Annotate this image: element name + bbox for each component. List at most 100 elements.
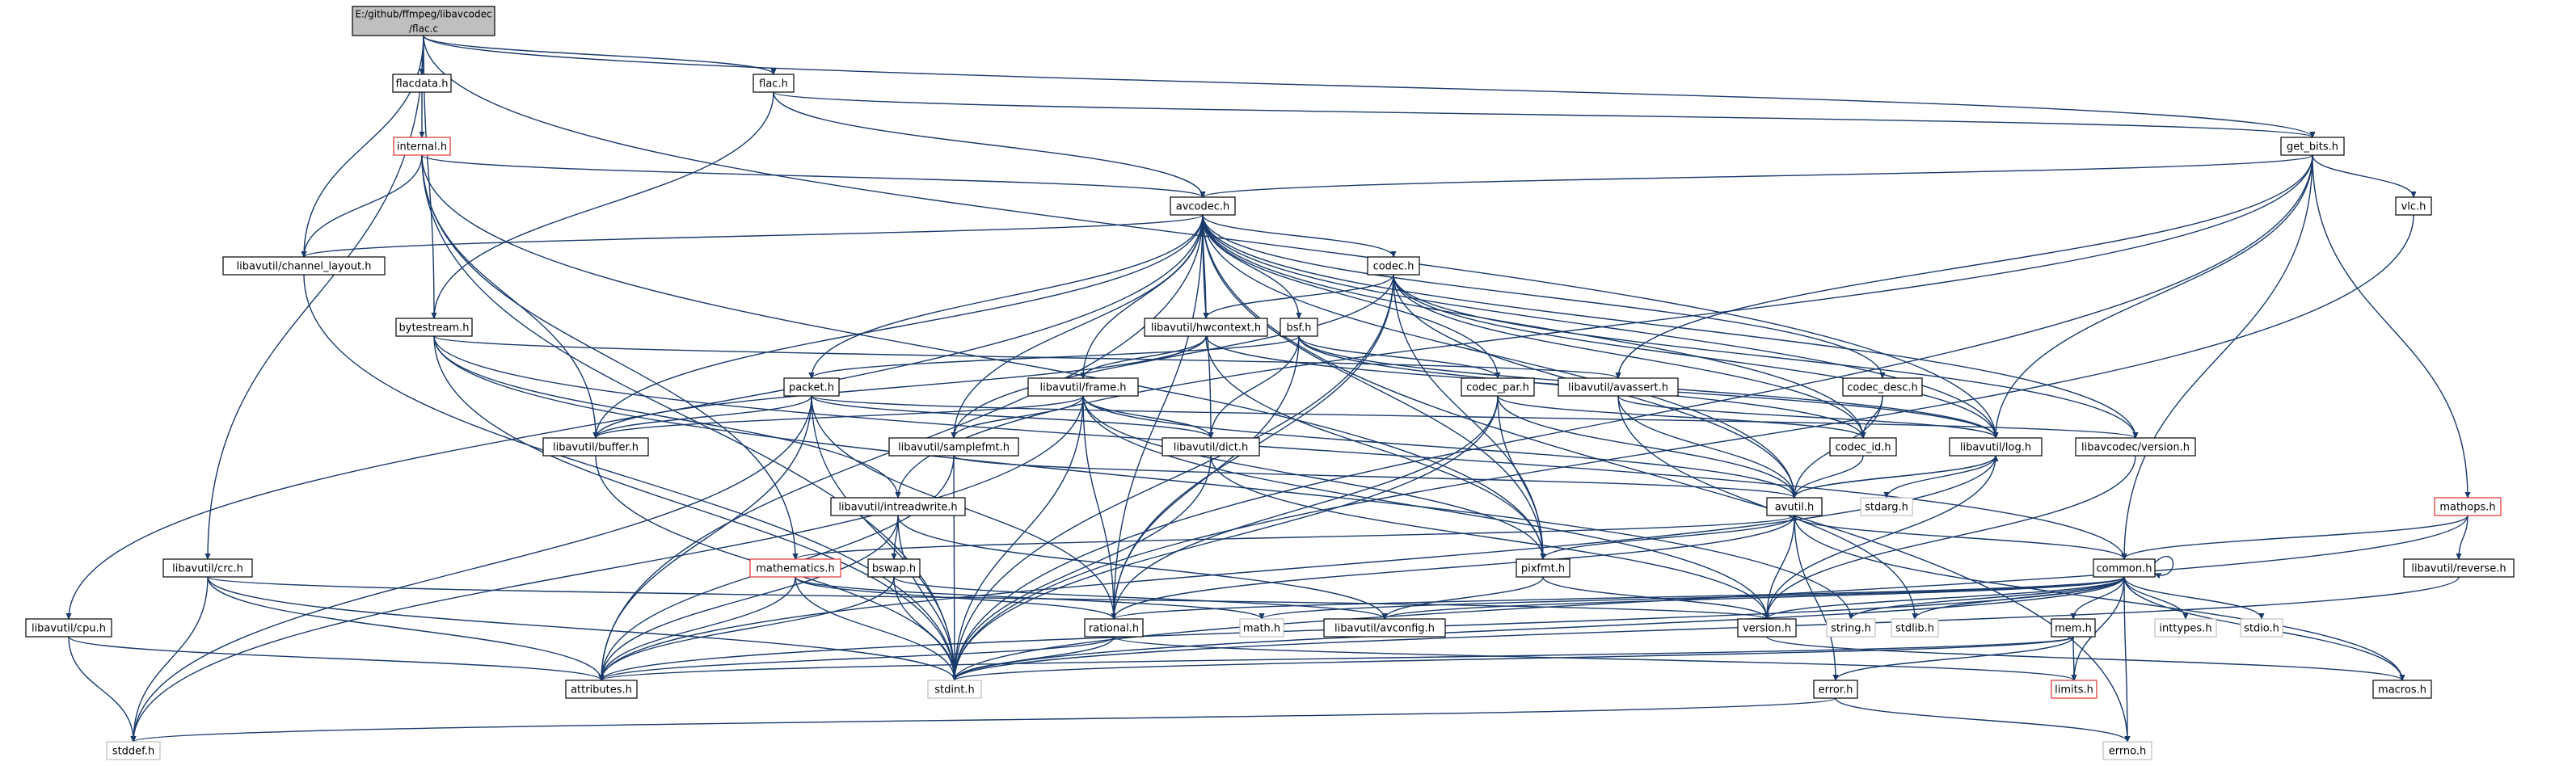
node-box — [565, 680, 638, 699]
edge-pixfmt_h-to-version_h — [1542, 576, 1767, 619]
edge-get_bits_h-to-stdint_h — [955, 154, 2313, 680]
node-codec_h[interactable]: codec.h — [1367, 256, 1420, 276]
edge-flac_h-to-bytestream_h — [434, 91, 774, 318]
node-samplefmt_h[interactable]: libavutil/samplefmt.h — [888, 437, 1019, 457]
edge-bswap_h-to-attributes_h — [601, 576, 895, 680]
node-internal_h[interactable]: internal.h — [393, 137, 451, 156]
node-version_h[interactable]: version.h — [1737, 618, 1797, 638]
node-mathematics_h[interactable]: mathematics.h — [749, 558, 841, 578]
node-macros_h[interactable]: macros.h — [2372, 680, 2432, 699]
node-inttypes_h[interactable]: inttypes.h — [2154, 618, 2217, 638]
node-label: libavutil/hwcontext.h — [1151, 322, 1261, 335]
edge-common_h-to-version_h — [1767, 576, 2125, 619]
edge-frame_h-to-pixfmt_h — [1082, 395, 1543, 559]
edge-frame_h-to-samplefmt_h — [954, 395, 1084, 438]
node-lavc_version_h[interactable]: libavcodec/version.h — [2075, 437, 2196, 457]
node-label: rational.h — [1089, 623, 1139, 635]
edge-get_bits_h-to-avcodec_h — [1203, 154, 2313, 197]
node-label: codec_par.h — [1466, 382, 1529, 394]
node-flac_c[interactable]: E:/github/ffmpeg/libavcodec/flac.c — [352, 6, 495, 36]
node-crc_h[interactable]: libavutil/crc.h — [162, 558, 253, 578]
edge-packet_h-to-stddef_h — [133, 395, 812, 742]
edge-avcodec_h-to-codec_par_h — [1202, 214, 1498, 378]
node-label: libavutil/crc.h — [172, 563, 243, 575]
node-rational_h[interactable]: rational.h — [1084, 618, 1144, 638]
node-box — [2240, 618, 2283, 638]
node-avcodec_h[interactable]: avcodec.h — [1170, 196, 1236, 216]
node-label: codec_id.h — [1835, 442, 1891, 454]
node-hwcontext_h[interactable]: libavutil/hwcontext.h — [1144, 318, 1268, 337]
node-intreadwrite_h[interactable]: libavutil/intreadwrite.h — [830, 497, 966, 516]
node-label: attributes.h — [571, 684, 632, 697]
edge-frame_h-to-stddef_h — [133, 395, 1084, 742]
node-pixfmt_h[interactable]: pixfmt.h — [1516, 558, 1570, 578]
edge-intreadwrite_h-to-avconfig_h — [897, 515, 1385, 619]
edge-rational_h-to-stdint_h — [955, 636, 1115, 680]
edge-codec_h-to-samplefmt_h — [954, 274, 1394, 438]
edge-avcodec_h-to-bsf_h — [1202, 214, 1299, 318]
node-channel_layout_h[interactable]: libavutil/channel_layout.h — [222, 256, 386, 276]
node-mathops_h[interactable]: mathops.h — [2434, 497, 2502, 516]
node-label: libavutil/intreadwrite.h — [838, 502, 957, 514]
edge-avcodec_h-to-codec_id_h — [1202, 214, 1863, 438]
edge-codec_h-to-log_h — [1393, 274, 1996, 438]
node-attributes_h[interactable]: attributes.h — [565, 680, 638, 699]
node-avutil_h[interactable]: avutil.h — [1766, 497, 1823, 516]
node-box — [867, 558, 921, 578]
node-box — [1766, 497, 1823, 516]
node-buffer_h[interactable]: libavutil/buffer.h — [542, 437, 649, 457]
edge-log_h-to-stdarg_h — [1887, 455, 1996, 498]
node-packet_h[interactable]: packet.h — [783, 377, 840, 397]
node-bswap_h[interactable]: bswap.h — [867, 558, 921, 578]
node-codec_par_h[interactable]: codec_par.h — [1461, 377, 1535, 397]
node-vlc_h[interactable]: vlc.h — [2395, 196, 2432, 216]
node-common_h[interactable]: common.h — [2093, 558, 2156, 578]
node-stdlib_h[interactable]: stdlib.h — [1891, 618, 1939, 638]
node-bsf_h[interactable]: bsf.h — [1280, 318, 1318, 337]
node-reverse_h[interactable]: libavutil/reverse.h — [2403, 558, 2515, 578]
node-box — [927, 680, 982, 699]
edge-crc_h-to-stdint_h — [207, 576, 955, 680]
node-stdint_h[interactable]: stdint.h — [927, 680, 982, 699]
node-label: stddef.h — [112, 746, 154, 758]
edge-get_bits_h-to-log_h — [1996, 154, 2313, 438]
edge-avcodec_h-to-lavc_version_h — [1202, 214, 2135, 438]
node-errno_h[interactable]: errno.h — [2102, 741, 2152, 760]
node-box — [2434, 497, 2502, 516]
edge-internal_h-to-pixfmt_h — [421, 154, 1543, 559]
node-math_h[interactable]: math.h — [1239, 618, 1284, 638]
node-box — [2075, 437, 2196, 457]
node-frame_h[interactable]: libavutil/frame.h — [1027, 377, 1139, 397]
node-label: common.h — [2097, 563, 2152, 575]
node-mem_h[interactable]: mem.h — [2051, 618, 2096, 638]
node-bytestream_h[interactable]: bytestream.h — [395, 318, 473, 337]
node-stdarg_h[interactable]: stdarg.h — [1860, 497, 1913, 516]
node-label: libavutil/avassert.h — [1568, 382, 1668, 394]
node-codec_desc_h[interactable]: codec_desc.h — [1842, 377, 1923, 397]
node-avconfig_h[interactable]: libavutil/avconfig.h — [1323, 618, 1446, 638]
edge-common_h-to-avconfig_h — [1385, 576, 2125, 619]
edge-cpu_h-to-attributes_h — [68, 636, 601, 680]
node-codec_id_h[interactable]: codec_id.h — [1829, 437, 1897, 457]
edge-avutil_h-to-version_h — [1767, 515, 1795, 619]
node-label: string.h — [1831, 623, 1871, 635]
edge-packet_h-to-stdint_h — [811, 395, 955, 680]
node-box — [2280, 137, 2345, 156]
node-label: mathops.h — [2439, 502, 2495, 514]
edge-codec_h-to-lavc_version_h — [1393, 274, 2135, 438]
node-string_h[interactable]: string.h — [1826, 618, 1876, 638]
node-flac_h[interactable]: flac.h — [753, 74, 795, 93]
node-log_h[interactable]: libavutil/log.h — [1949, 437, 2043, 457]
node-avassert_h[interactable]: libavutil/avassert.h — [1558, 377, 1679, 397]
node-error_h[interactable]: error.h — [1813, 680, 1858, 699]
node-stdio_h[interactable]: stdio.h — [2240, 618, 2283, 638]
node-get_bits_h[interactable]: get_bits.h — [2280, 137, 2345, 156]
edge-frame_h-to-rational_h — [1082, 395, 1114, 619]
node-stddef_h[interactable]: stddef.h — [106, 741, 161, 760]
node-limits_h[interactable]: limits.h — [2051, 680, 2097, 699]
node-cpu_h[interactable]: libavutil/cpu.h — [25, 618, 112, 638]
node-box — [2395, 196, 2432, 216]
edge-bsf_h-to-packet_h — [812, 335, 1300, 378]
node-flacdata_h[interactable]: flacdata.h — [392, 74, 452, 93]
node-dict_h[interactable]: libavutil/dict.h — [1162, 437, 1260, 457]
